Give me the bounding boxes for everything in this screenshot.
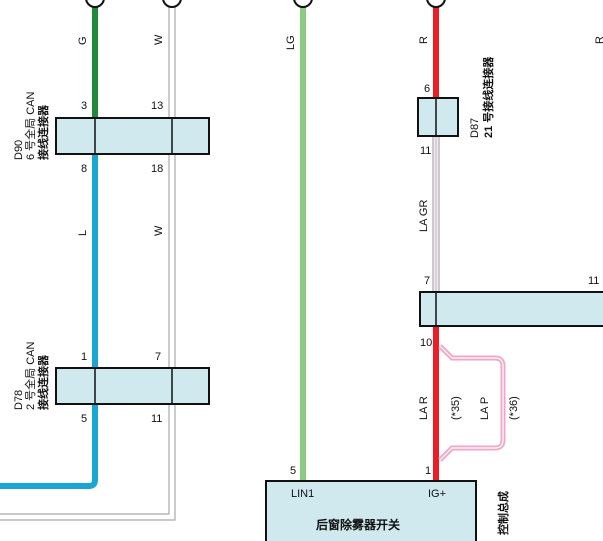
component-pin-ig: IG+	[428, 488, 446, 500]
pin-component-1: 1	[425, 465, 431, 477]
connector-d78	[55, 367, 210, 405]
pin-d87-11: 11	[420, 145, 431, 157]
label-wire-la-gr: LA GR	[418, 200, 430, 232]
label-wire-l: L	[77, 230, 89, 236]
wire-la-p-core	[439, 345, 504, 461]
connector-right-block	[419, 291, 603, 327]
label-d90-line2: 接线连接器	[36, 104, 50, 160]
pin-d90-8: 8	[81, 163, 87, 175]
pin-d78-11: 11	[151, 413, 162, 425]
wire-la-gr	[432, 136, 440, 292]
label-wire-la-r: LA R	[418, 396, 430, 420]
label-wire-la-p: LA P	[479, 397, 491, 420]
pin-block-11: 11	[588, 275, 599, 287]
pin-d87-6: 6	[424, 83, 430, 95]
label-ref-36: (*36)	[508, 396, 520, 420]
label-wire-w-top: W	[153, 34, 165, 45]
component-side-label: 控制总成	[496, 491, 510, 535]
label-wire-w-mid: W	[153, 225, 165, 236]
pin-component-5: 5	[290, 465, 296, 477]
terminal-circle	[85, 0, 105, 8]
pin-d90-3: 3	[81, 100, 87, 112]
label-d78-code: D78	[13, 390, 25, 410]
label-d78-line2: 接线连接器	[36, 354, 50, 410]
label-wire-g: G	[77, 36, 89, 45]
wire-l-lower	[0, 404, 98, 489]
pin-d90-13: 13	[151, 100, 163, 112]
connector-d87	[417, 97, 459, 137]
label-wire-lg: LG	[285, 35, 297, 50]
component-box	[265, 480, 477, 541]
label-ref-35: (*35)	[450, 396, 462, 420]
pin-d78-1: 1	[81, 351, 87, 363]
pin-block-10: 10	[420, 337, 432, 349]
pin-d78-7: 7	[155, 351, 161, 363]
label-d78-line1: 2 号全局 CAN	[23, 341, 37, 410]
wire-w	[0, 0, 176, 521]
component-pin-lin: LIN1	[291, 488, 314, 500]
terminal-circle	[293, 0, 313, 8]
pin-d78-5: 5	[81, 413, 87, 425]
label-d87-line1: 21 号接线连接器	[481, 56, 495, 138]
terminal-circle	[426, 0, 446, 8]
label-wire-r: R	[418, 36, 430, 44]
component-name: 后窗除雾器开关	[316, 517, 400, 532]
pin-block-7: 7	[424, 275, 430, 287]
label-wire-r-right: R	[594, 36, 603, 44]
label-d90-line1: 6 号全局 CAN	[23, 91, 37, 160]
label-d90-code: D90	[13, 140, 25, 160]
connector-d90	[55, 117, 210, 155]
label-d87-code: D87	[469, 118, 481, 138]
pin-d90-18: 18	[151, 163, 163, 175]
terminal-circle	[162, 0, 182, 8]
